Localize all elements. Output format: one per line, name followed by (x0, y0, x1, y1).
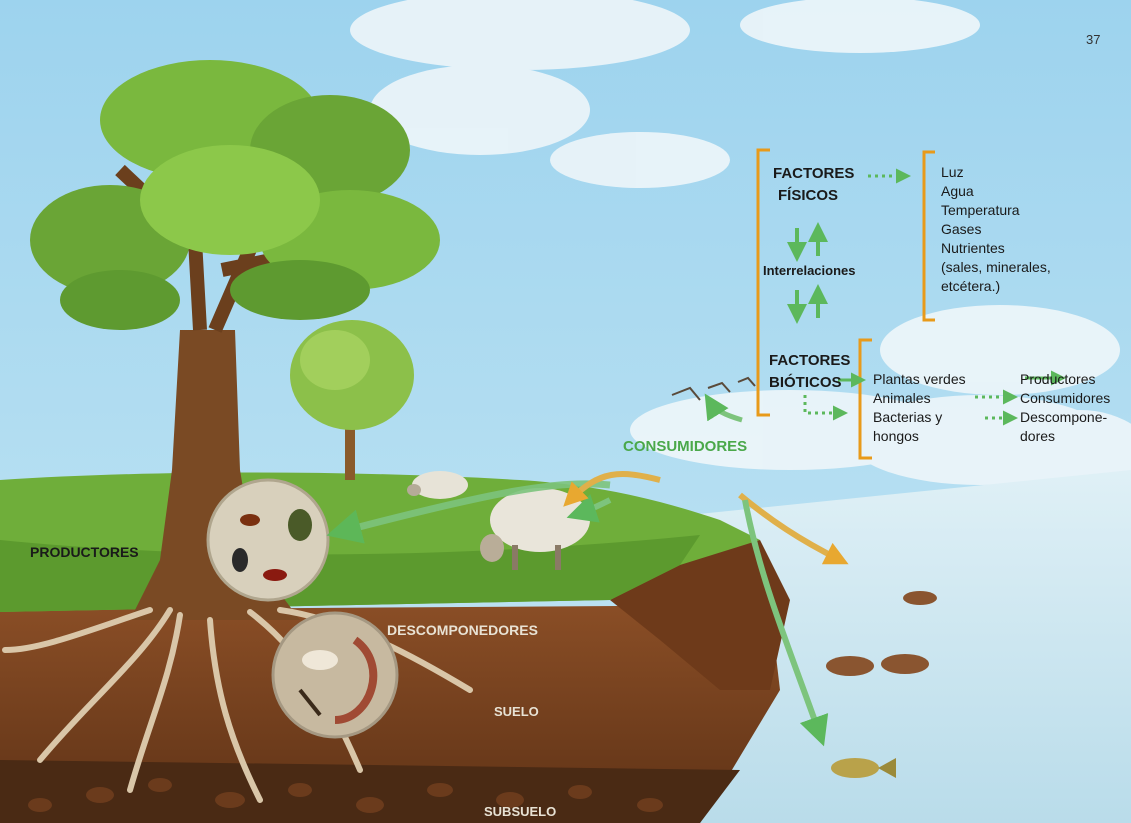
factores-bioticos-line2: BIÓTICOS (769, 374, 842, 391)
physical-factor-item: Nutrientes (941, 239, 1051, 258)
biotic-factor-item: Animales (873, 389, 966, 408)
insects-circle (208, 480, 328, 600)
biotic-roles-list: Productores Consumidores Descompone- dor… (1020, 370, 1110, 446)
biotic-factor-item: hongos (873, 427, 966, 446)
physical-factor-item: etcétera.) (941, 277, 1051, 296)
productores-label: PRODUCTORES (30, 544, 139, 560)
biotic-role-item: Productores (1020, 370, 1110, 389)
page-number: 37 (1086, 32, 1100, 47)
interrelaciones-label: Interrelaciones (763, 263, 856, 278)
suelo-label: SUELO (494, 704, 539, 719)
physical-factor-item: Gases (941, 220, 1051, 239)
physical-factor-item: (sales, minerales, (941, 258, 1051, 277)
factores-fisicos-line1: FACTORES (773, 165, 854, 182)
physical-factor-item: Agua (941, 182, 1051, 201)
subsuelo-label: SUBSUELO (484, 804, 556, 819)
biotic-role-item: Descompone- (1020, 408, 1110, 427)
consumidores-label: CONSUMIDORES (623, 438, 747, 455)
factores-fisicos-line2: FÍSICOS (778, 187, 838, 204)
biotic-factor-item: Bacterias y (873, 408, 966, 427)
descomponedores-label: DESCOMPONEDORES (387, 622, 538, 638)
physical-factor-item: Temperatura (941, 201, 1051, 220)
physical-factors-list: Luz Agua Temperatura Gases Nutrientes (s… (941, 163, 1051, 296)
biotic-factors-list: Plantas verdes Animales Bacterias y hong… (873, 370, 966, 446)
biotic-factor-item: Plantas verdes (873, 370, 966, 389)
factores-bioticos-line1: FACTORES (769, 352, 850, 369)
biotic-role-item: dores (1020, 427, 1110, 446)
worms-circle (273, 613, 397, 737)
biotic-role-item: Consumidores (1020, 389, 1110, 408)
physical-factor-item: Luz (941, 163, 1051, 182)
